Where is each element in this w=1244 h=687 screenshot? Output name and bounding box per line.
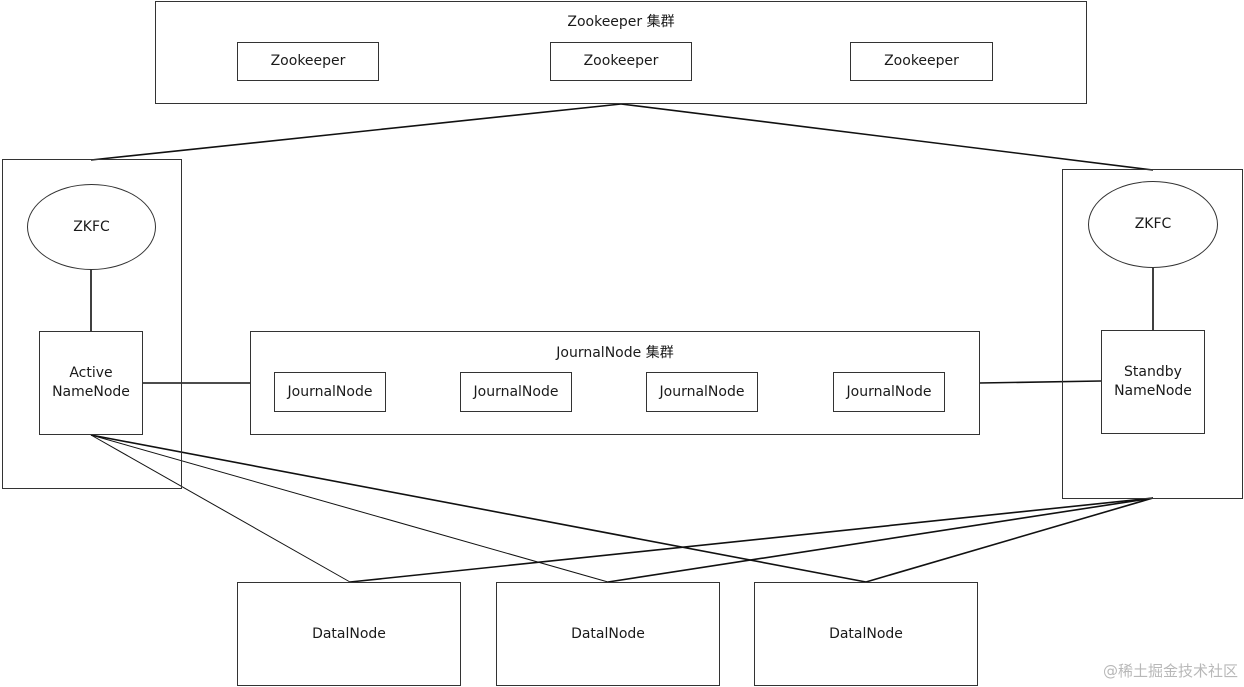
active-zkfc: ZKFC <box>27 184 156 270</box>
standby-failover-group <box>1062 169 1243 499</box>
standby-namenode: Standby NameNode <box>1101 330 1205 434</box>
active-namenode-state: Active <box>69 365 113 381</box>
standby-namenode-state: Standby <box>1124 364 1182 380</box>
edge-active-datanode-2 <box>90 434 609 583</box>
journalnode-4: JournalNode <box>833 372 945 412</box>
datanode-1: DatalNode <box>237 582 461 686</box>
datanode-2: DatalNode <box>496 582 720 686</box>
edge-active-datanode-1 <box>90 434 351 583</box>
journalnode-cluster-title: JournalNode 集群 <box>556 345 674 361</box>
journalnode-3: JournalNode <box>646 372 758 412</box>
zookeeper-node-3: Zookeeper <box>850 42 993 81</box>
journalnode-2: JournalNode <box>460 372 572 412</box>
watermark-text: @稀土掘金技术社区 <box>1102 662 1238 680</box>
standby-zkfc: ZKFC <box>1088 181 1218 268</box>
datanode-3: DatalNode <box>754 582 978 686</box>
edge-active-datanode-3 <box>90 434 867 583</box>
journalnode-1: JournalNode <box>274 372 386 412</box>
standby-namenode-label: NameNode <box>1114 383 1192 399</box>
edge-zk-active <box>90 103 622 161</box>
active-namenode: Active NameNode <box>39 331 143 435</box>
active-failover-group <box>2 159 182 489</box>
zookeeper-node-2: Zookeeper <box>550 42 692 81</box>
edge-zk-standby <box>620 103 1154 171</box>
edge-standby-datanode-2 <box>607 497 1154 583</box>
zookeeper-cluster-title: Zookeeper 集群 <box>567 14 675 30</box>
active-namenode-label: NameNode <box>52 384 130 400</box>
edge-standby-datanode-1 <box>349 497 1154 583</box>
edge-journal-standby <box>978 380 1102 384</box>
zookeeper-node-1: Zookeeper <box>237 42 379 81</box>
edge-standby-datanode-3 <box>865 497 1154 583</box>
